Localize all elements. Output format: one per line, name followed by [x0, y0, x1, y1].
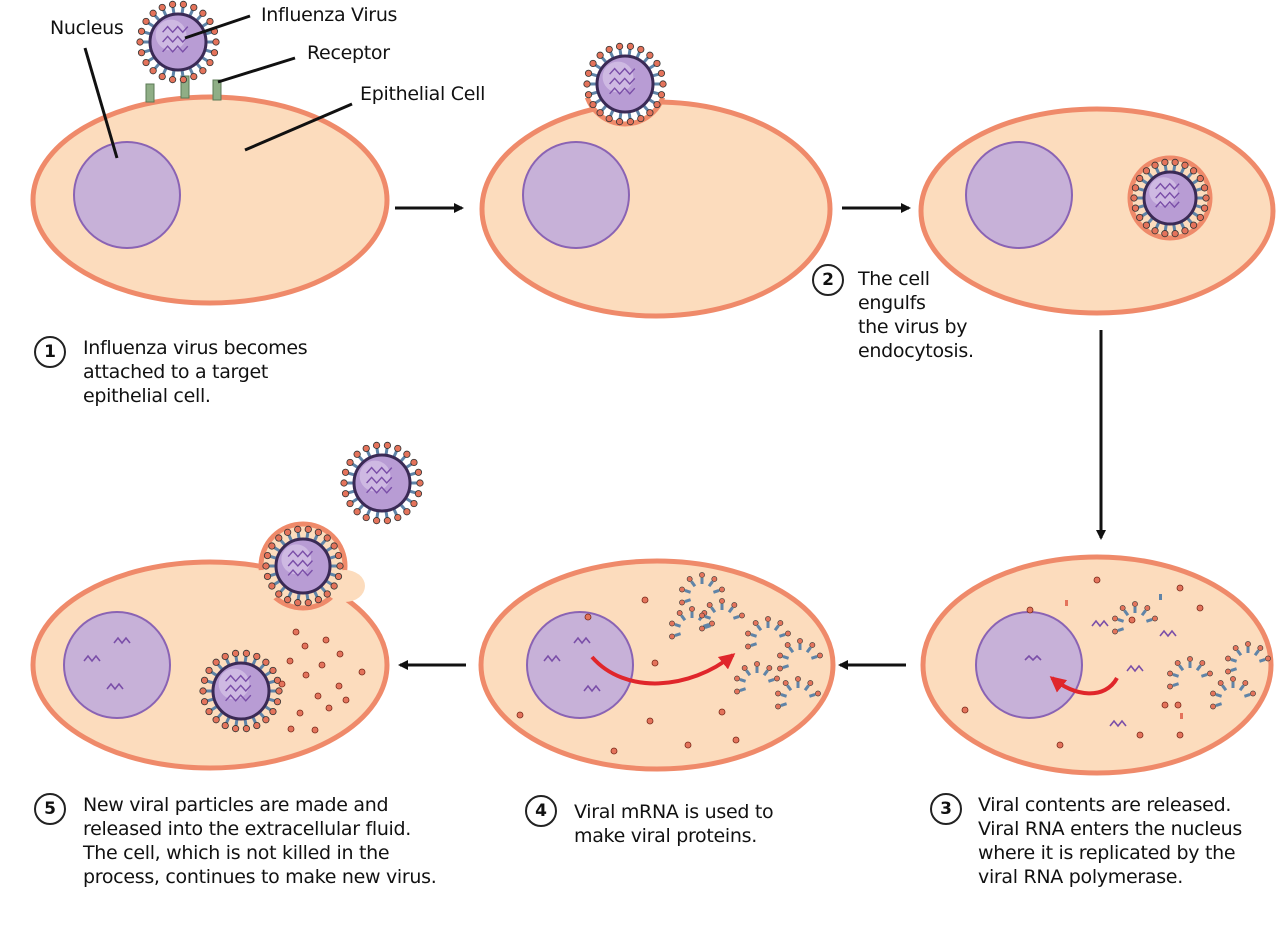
viral-rna-squiggles	[1091, 619, 1177, 728]
step-3-caption: Viral contents are released. Viral RNA e…	[978, 794, 1242, 888]
receptor-label: Receptor	[307, 42, 390, 64]
step-number-4: 4	[525, 795, 557, 827]
step-number-5: 5	[34, 793, 66, 825]
viral-protein-dots	[278, 628, 366, 734]
rna-squiggle	[1024, 654, 1042, 662]
cell-step2	[479, 36, 833, 319]
budding-virus-icon	[262, 525, 344, 607]
viral-protein-dots	[961, 576, 1204, 749]
nucleus-label: Nucleus	[50, 17, 124, 39]
cell-nucleus	[526, 611, 634, 719]
short-dashes	[1065, 594, 1183, 719]
cell-step5	[30, 441, 424, 771]
cell-nucleus	[975, 611, 1083, 719]
cell-step3	[918, 106, 1276, 316]
step-number-2: 2	[812, 264, 844, 296]
receptor-icon	[145, 75, 222, 103]
step-number-3: 3	[930, 793, 962, 825]
cell-pointer-line	[244, 102, 353, 152]
epithelial-cell-label: Epithelial Cell	[360, 83, 486, 105]
cell-nucleus	[965, 141, 1073, 249]
virus-pointer-line	[184, 14, 251, 40]
released-spike-arcs	[1112, 601, 1271, 710]
step-1-caption: Influenza virus becomes attached to a ta…	[83, 337, 308, 407]
viral-spike-clusters	[669, 572, 823, 710]
cell-step4	[478, 558, 836, 772]
virus-icon	[136, 0, 220, 84]
step-2-caption: The cell engulfs the virus by endocytosi…	[858, 268, 974, 362]
virus-icon	[1130, 158, 1210, 238]
viral-rna-squiggles	[83, 636, 131, 691]
nucleus-pointer-line	[83, 47, 119, 159]
cell-nucleus	[63, 611, 171, 719]
assembling-virus-icon	[199, 649, 283, 733]
red-arrow-rna-entry	[1049, 676, 1119, 696]
step-number-1: 1	[34, 336, 66, 368]
receptor-pointer-line	[217, 56, 296, 84]
cell-membrane	[920, 554, 1274, 776]
step-4-caption: Viral mRNA is used to make viral protein…	[574, 801, 774, 847]
step-5-caption: New viral particles are made and release…	[83, 794, 437, 888]
viral-rna-squiggles	[543, 636, 601, 693]
cell-step3-release	[920, 554, 1274, 776]
released-virus-icon	[340, 441, 424, 525]
virus-icon	[583, 42, 667, 126]
viral-protein-dots	[516, 596, 740, 755]
cell-step1	[30, 0, 390, 306]
cell-nucleus	[522, 141, 630, 249]
influenza-virus-label: Influenza Virus	[261, 4, 398, 26]
red-arrow-mrna-export	[590, 653, 736, 686]
cell-nucleus	[73, 141, 181, 249]
